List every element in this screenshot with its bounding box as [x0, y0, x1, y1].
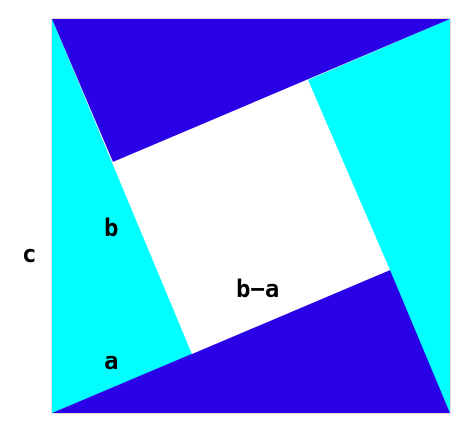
- left-light-triangle: [52, 19, 192, 413]
- label-b: b: [104, 214, 118, 242]
- label-c: c: [22, 240, 36, 268]
- right-light-triangle: [308, 19, 450, 413]
- bottom-dark-triangle: [52, 270, 450, 413]
- inner-square: [113, 80, 390, 354]
- label-a: a: [104, 347, 118, 375]
- label-b-minus-a: b−a: [236, 275, 279, 303]
- top-dark-triangle: [52, 19, 450, 162]
